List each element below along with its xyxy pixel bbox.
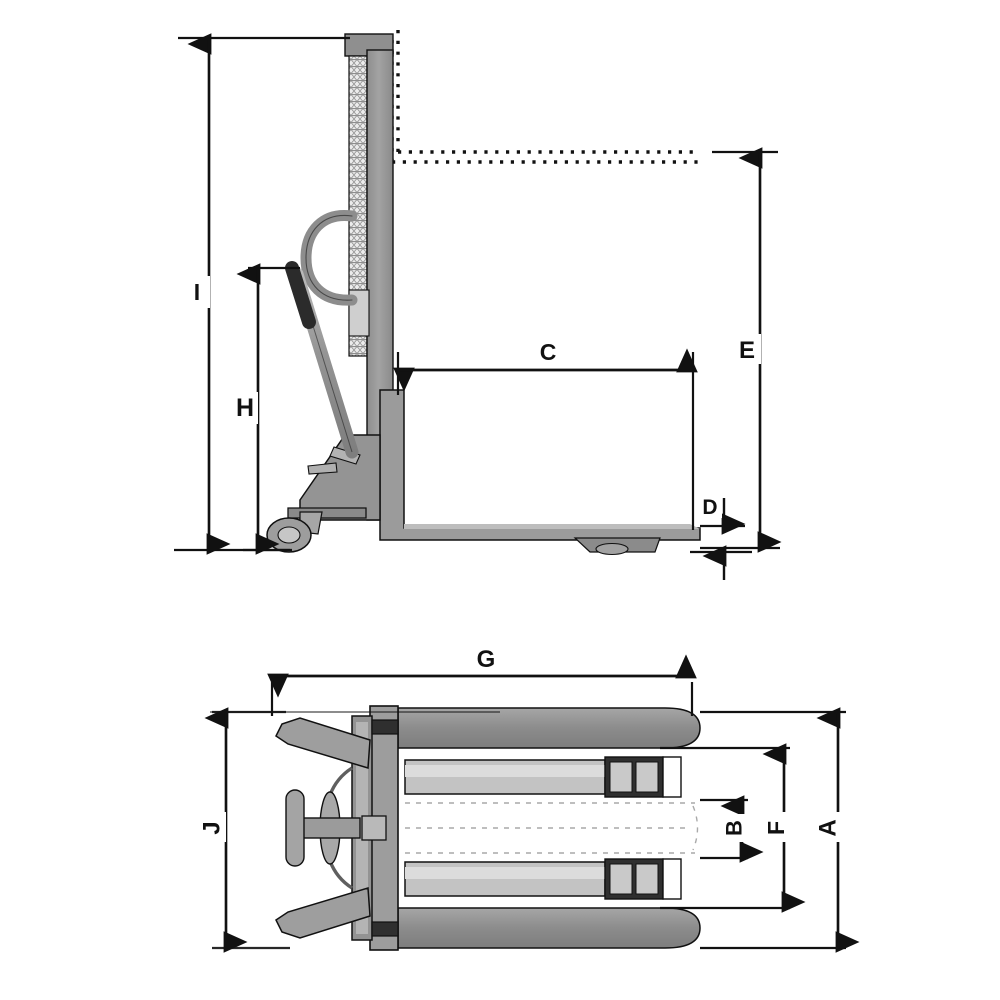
dim-F-label-mask (766, 812, 788, 842)
plan-view: G J B F (199, 644, 860, 953)
dimension-C (393, 338, 698, 530)
fork-bottom-tip (662, 858, 682, 900)
straddle-leg-bottom (397, 907, 701, 949)
dim-H-label-mask (232, 392, 258, 424)
dimension-A (700, 707, 860, 953)
mast-plan-bracket-bottom (371, 921, 399, 937)
fork-top-roller-b (635, 761, 659, 793)
handle-loop-outline (305, 214, 353, 301)
dimension-label-C: C (540, 339, 557, 365)
dim-E-label-mask (735, 334, 761, 364)
handle-arm-top (275, 717, 371, 769)
dim-B-label-mask (724, 814, 746, 842)
tiller-stem (299, 817, 361, 839)
dim-C-label-mask (535, 338, 563, 364)
chassis-power-unit (287, 434, 381, 521)
dim-A-label-mask (818, 812, 842, 842)
straddle-leg-top (397, 707, 701, 749)
fork-top-tip (662, 756, 682, 798)
dimension-H (232, 263, 300, 555)
dimension-label-G: G (477, 646, 496, 673)
dimension-E (700, 147, 782, 553)
pump-lever-grip (285, 261, 316, 329)
tiller-plan-assembly (275, 717, 371, 939)
dimension-J (202, 707, 290, 953)
fork-top-highlight (405, 765, 605, 777)
mast-plan-section (351, 705, 399, 951)
forks-plan (404, 756, 682, 900)
dim-J-label-mask (202, 812, 226, 842)
fork-top-roller-a (609, 761, 633, 793)
dimension-label-E: E (739, 337, 755, 364)
dimension-label-I: I (194, 279, 200, 305)
mast-plan-bracket-top (371, 719, 399, 735)
straddle-legs (397, 707, 701, 949)
fork-blade-highlight (404, 524, 700, 529)
mast-plan-carriage-boss (361, 815, 387, 841)
dimension-label-H: H (236, 394, 254, 422)
dimension-B (700, 795, 764, 863)
dimension-D (690, 494, 752, 580)
fork-bottom-roller-a (609, 863, 633, 895)
dimension-label-F: F (763, 821, 789, 835)
side-elevation-view: I H C E (174, 30, 782, 580)
fork-bottom-highlight (405, 867, 605, 879)
inner-hidden-detail (405, 802, 699, 854)
dim-D-label-mask (700, 494, 722, 518)
handle-arm-bottom (275, 887, 371, 939)
dimension-label-J: J (199, 821, 226, 834)
fork-bottom-roller-b (635, 863, 659, 895)
dim-G-label-mask (472, 644, 500, 670)
dimension-F (660, 743, 806, 913)
tiller-handle-assembly (285, 210, 359, 459)
dimension-label-B: B (722, 820, 747, 836)
fork-load-roller (595, 542, 629, 556)
dimension-label-A: A (815, 819, 842, 836)
tiller-cross-bar (285, 789, 305, 867)
release-lever-arm (307, 462, 338, 475)
steer-wheel-hub (277, 526, 301, 544)
dimension-label-D: D (702, 496, 717, 519)
dimension-G (210, 644, 697, 716)
dim-I-label-mask (186, 276, 210, 308)
